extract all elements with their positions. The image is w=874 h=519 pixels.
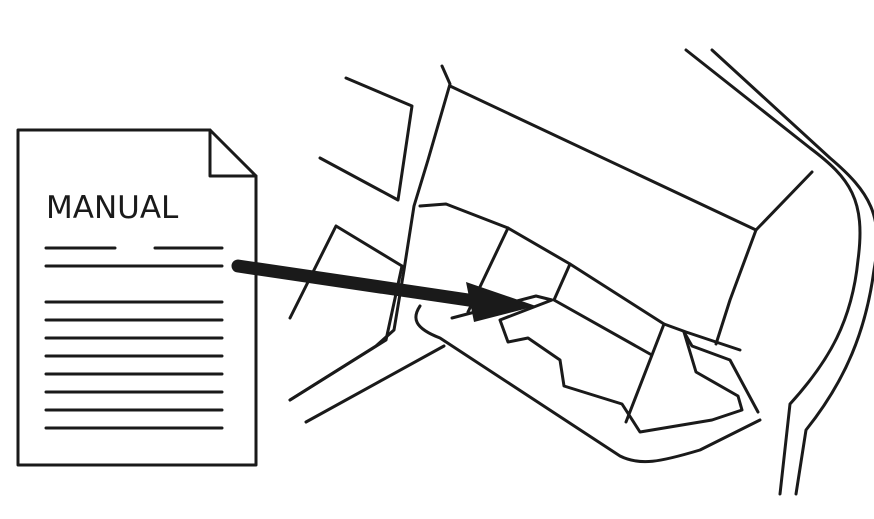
document-folded-corner xyxy=(208,128,258,178)
manual-document: MANUAL xyxy=(16,128,258,467)
document-title: MANUAL xyxy=(46,190,179,226)
dashboard-drawing xyxy=(288,48,874,496)
document-text-lines xyxy=(44,246,224,430)
glovebox-lid xyxy=(450,294,744,434)
arrow-icon xyxy=(231,259,536,322)
document-outline xyxy=(16,128,258,467)
